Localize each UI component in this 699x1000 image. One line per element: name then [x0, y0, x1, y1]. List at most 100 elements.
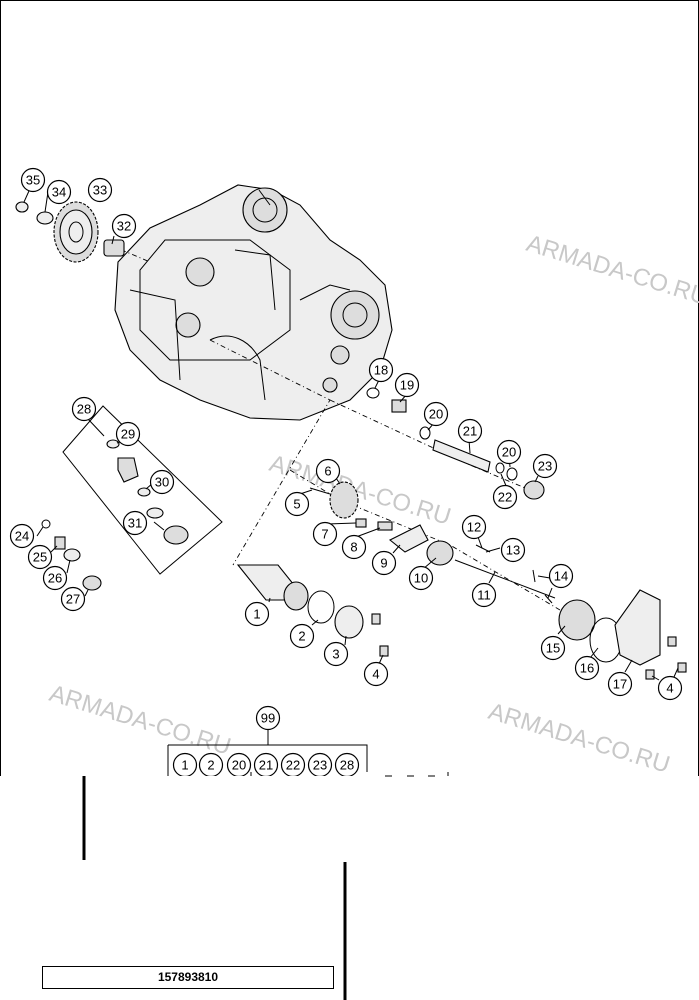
svg-text:22: 22 — [498, 490, 512, 505]
callout-1: 1 — [244, 601, 270, 627]
svg-text:19: 19 — [400, 378, 414, 393]
callout-34: 34 — [46, 179, 72, 205]
bushing-32 — [103, 239, 125, 257]
callout-8: 8 — [341, 534, 367, 560]
callout-13: 13 — [500, 537, 526, 563]
callout-15: 15 — [540, 635, 566, 661]
svg-text:23: 23 — [538, 459, 552, 474]
drawing-number: 157893810 — [42, 966, 334, 989]
svg-text:2: 2 — [207, 758, 214, 773]
svg-text:13: 13 — [506, 543, 520, 558]
svg-text:15: 15 — [546, 641, 560, 656]
callout-10: 10 — [408, 565, 434, 591]
callout-25: 25 — [27, 544, 53, 570]
svg-text:11: 11 — [477, 588, 491, 603]
oring-30 — [137, 487, 151, 497]
callout-5: 5 — [284, 491, 310, 517]
callout-21: 21 — [457, 418, 483, 444]
kit-item-28: 28 — [334, 752, 360, 778]
screw-4 — [371, 613, 381, 625]
callout-31: 31 — [122, 510, 148, 536]
plug-27 — [82, 575, 102, 591]
callout-24: 24 — [9, 523, 35, 549]
cover-3 — [334, 605, 364, 639]
washer-26 — [63, 548, 81, 562]
callout-3: 3 — [323, 641, 349, 667]
callout-29: 29 — [115, 421, 141, 447]
svg-text:25: 25 — [33, 550, 47, 565]
callout-18: 18 — [368, 357, 394, 383]
svg-text:18: 18 — [374, 363, 388, 378]
svg-text:1: 1 — [253, 607, 260, 622]
svg-text:30: 30 — [155, 475, 169, 490]
callout-2: 2 — [289, 623, 315, 649]
svg-text:29: 29 — [121, 427, 135, 442]
svg-text:17: 17 — [613, 677, 627, 692]
washer-22 — [495, 462, 505, 474]
svg-text:14: 14 — [554, 569, 568, 584]
oring-2 — [307, 590, 335, 624]
assembly-axis-lines — [109, 244, 561, 611]
svg-text:9: 9 — [380, 556, 387, 571]
pin-14 — [544, 594, 553, 604]
callout-17: 17 — [607, 671, 633, 697]
seal-31 — [163, 525, 189, 545]
svg-text:33: 33 — [93, 183, 107, 198]
spring-25 — [54, 536, 66, 550]
kit-item-20: 20 — [226, 752, 252, 778]
pin-5 — [309, 487, 331, 495]
shaft-21 — [432, 439, 491, 473]
callout-4-right: 4 — [657, 675, 683, 701]
callout-20-a: 20 — [423, 401, 449, 427]
callout-28: 28 — [71, 396, 97, 422]
callout-16: 16 — [574, 655, 600, 681]
svg-text:26: 26 — [48, 571, 62, 586]
svg-text:4: 4 — [372, 667, 379, 682]
bolt-19 — [391, 399, 407, 413]
callout-20-b: 20 — [496, 439, 522, 465]
screw-4d — [677, 662, 687, 673]
callout-35: 35 — [20, 167, 46, 193]
svg-text:99: 99 — [261, 711, 275, 726]
svg-text:20: 20 — [502, 445, 516, 460]
svg-text:10: 10 — [414, 571, 428, 586]
svg-text:22: 22 — [286, 758, 300, 773]
pump-15 — [558, 599, 596, 641]
callout-30: 30 — [149, 469, 175, 495]
cap-23 — [523, 480, 545, 500]
screw-4e — [645, 669, 655, 680]
gear-33 — [53, 201, 99, 263]
svg-text:12: 12 — [467, 520, 481, 535]
callout-33: 33 — [87, 177, 113, 203]
callout-6: 6 — [315, 458, 341, 484]
callout-99: 99 — [255, 705, 281, 731]
svg-text:3: 3 — [332, 647, 339, 662]
callout-9: 9 — [371, 550, 397, 576]
callout-4-left: 4 — [363, 661, 389, 687]
svg-text:34: 34 — [52, 185, 66, 200]
callout-26: 26 — [42, 565, 68, 591]
svg-text:20: 20 — [429, 407, 443, 422]
svg-text:8: 8 — [350, 540, 357, 555]
callout-22: 22 — [492, 484, 518, 510]
svg-text:35: 35 — [26, 173, 40, 188]
svg-text:28: 28 — [77, 402, 91, 417]
ring-35 — [15, 201, 29, 213]
filter-1-end — [283, 581, 309, 611]
pin-13 — [532, 569, 536, 583]
svg-text:21: 21 — [259, 758, 273, 773]
shaft-11 — [454, 559, 556, 599]
screw-4c — [667, 636, 677, 647]
svg-text:32: 32 — [117, 219, 131, 234]
screw-4b — [379, 645, 389, 657]
kit-item-21: 21 — [253, 752, 279, 778]
svg-text:6: 6 — [324, 464, 331, 479]
callout-32: 32 — [111, 213, 137, 239]
pin-12 — [475, 544, 491, 553]
kit-item-22: 22 — [280, 752, 306, 778]
svg-text:23: 23 — [313, 758, 327, 773]
bolt-8 — [377, 521, 393, 531]
svg-text:31: 31 — [128, 516, 142, 531]
ball-24 — [41, 519, 51, 529]
